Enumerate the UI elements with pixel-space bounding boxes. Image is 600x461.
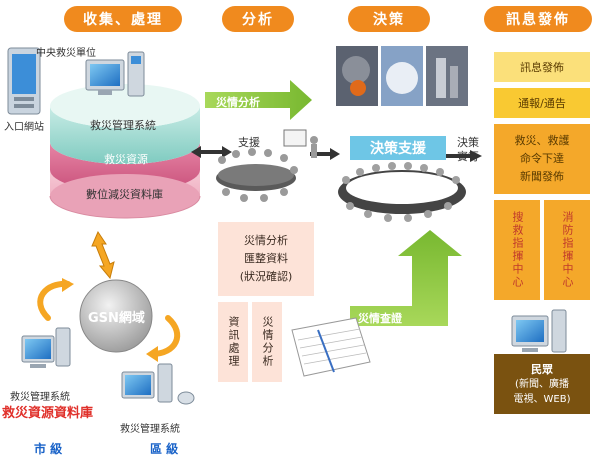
header-decide: 決策 xyxy=(348,6,430,32)
central-computer xyxy=(85,51,145,97)
decision-execute-label: 決策實行 xyxy=(457,136,479,163)
header-publish: 訊息發佈 xyxy=(484,6,592,32)
city-computer xyxy=(21,327,71,368)
arrow-analysis xyxy=(205,80,312,120)
publish-item-3-line-1: 救災、救護 xyxy=(514,134,570,147)
layer-bottom-label: 數位減災資料庫 xyxy=(86,188,163,201)
header-collect: 收集、處理 xyxy=(64,6,182,32)
gsn-sphere xyxy=(79,279,153,353)
header-analyze: 分析 xyxy=(222,6,294,32)
public-box: 民眾 (新聞、廣播 電視、WEB) xyxy=(494,354,590,414)
disaster-photos xyxy=(336,46,468,106)
publish-item-3: 救災、救護 命令下達 新聞發佈 xyxy=(494,124,590,194)
central-unit-label: 中央救災單位 xyxy=(36,48,96,59)
info-processing-label: 資訊處理 xyxy=(227,316,240,368)
fire-command-center-box: 消防指揮中心 xyxy=(544,200,590,300)
disaster-analysis-label: 災情分析 xyxy=(261,316,274,368)
analysis-line-1: 災情分析 xyxy=(244,234,288,247)
public-line-1: (新聞、廣播 xyxy=(515,378,569,390)
verify-label: 災情查證 xyxy=(358,312,402,325)
publish-item-2: 通報/通告 xyxy=(494,88,590,118)
district-system-label: 救災管理系統 xyxy=(120,424,180,435)
city-system-label: 救災管理系統 xyxy=(10,392,70,403)
decision-meeting xyxy=(338,162,466,222)
city-db-label: 救災資源資料庫 xyxy=(2,406,94,421)
publish-item-1: 訊息發佈 xyxy=(494,52,590,82)
database-cylinder xyxy=(49,84,201,219)
report-document xyxy=(291,317,371,377)
portal-server xyxy=(7,47,41,115)
gsn-label: GSN網域 xyxy=(88,311,145,326)
disaster-analysis-box: 災情分析 xyxy=(252,302,282,382)
info-processing-box: 資訊處理 xyxy=(218,302,248,382)
support-label: 支援 xyxy=(238,136,260,149)
analysis-meeting xyxy=(216,129,318,202)
fire-command-center-label: 消防指揮中心 xyxy=(561,211,574,289)
orange-double-arrow xyxy=(91,230,115,280)
decision-support-box: 決策支援 xyxy=(350,136,446,160)
curl-arrow-right xyxy=(149,315,181,357)
city-level-label: 市 級 xyxy=(34,442,63,456)
dark-arrows xyxy=(191,146,482,162)
public-line-2: 電視、WEB) xyxy=(513,393,571,405)
publish-item-3-line-3: 新聞發佈 xyxy=(520,170,564,183)
analysis-line-2: 匯整資料 xyxy=(244,252,288,265)
portal-label: 入口網站 xyxy=(4,122,44,133)
arrow-verify xyxy=(350,230,462,326)
analysis-summary-box: 災情分析 匯整資料 (狀況確認) xyxy=(218,222,314,296)
search-rescue-center-box: 搜救指揮中心 xyxy=(494,200,540,300)
district-level-label: 區 級 xyxy=(150,442,179,456)
public-computer xyxy=(511,309,567,353)
public-title: 民眾 xyxy=(531,362,553,376)
layer-mid-label: 救災資源 xyxy=(104,153,148,166)
analysis-arrow-label: 災情分析 xyxy=(216,96,260,109)
search-rescue-center-label: 搜救指揮中心 xyxy=(511,211,524,289)
publish-item-3-line-2: 命令下達 xyxy=(520,152,564,165)
analysis-line-3: (狀況確認) xyxy=(239,270,293,283)
district-computer xyxy=(121,363,195,405)
layer-top-label: 救災管理系統 xyxy=(90,119,156,132)
